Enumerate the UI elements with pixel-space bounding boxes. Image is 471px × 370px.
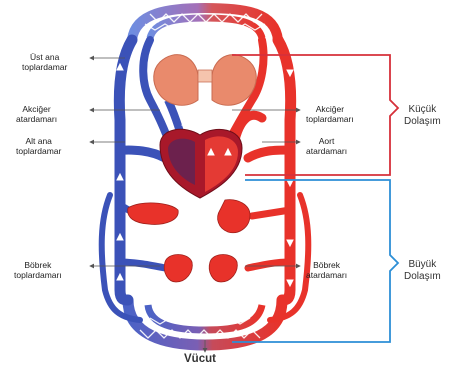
- heart: [160, 129, 242, 198]
- lungs: [154, 55, 257, 106]
- label-vucut: Vücut: [184, 353, 216, 365]
- liver-stomach: [128, 200, 250, 233]
- kidneys: [164, 255, 237, 283]
- body-capillary-bed: [128, 300, 282, 345]
- lung-capillary-bed: [132, 8, 278, 40]
